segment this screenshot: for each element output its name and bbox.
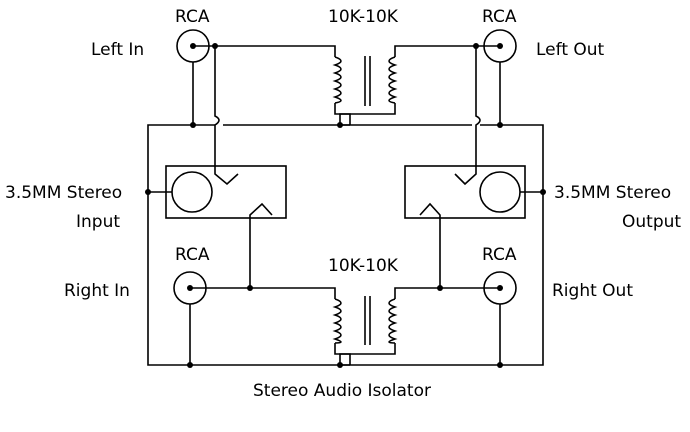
stereo-jack-input bbox=[148, 46, 287, 288]
rca-jack-right-in bbox=[173, 271, 207, 365]
left-out-label: Left Out bbox=[536, 40, 605, 60]
rca-left-in-label: RCA bbox=[175, 7, 210, 27]
rca-jack-right-out bbox=[483, 271, 517, 365]
transformer-top bbox=[193, 45, 500, 125]
transformer-top-label: 10K-10K bbox=[328, 7, 399, 27]
rca-left-out-label: RCA bbox=[482, 7, 517, 27]
junction-dots bbox=[145, 43, 546, 368]
stereo-jack-output bbox=[404, 46, 543, 288]
rca-right-in-label: RCA bbox=[175, 245, 210, 265]
right-in-label: Right In bbox=[64, 281, 130, 301]
diagram-title: Stereo Audio Isolator bbox=[253, 381, 431, 401]
rca-jack-left-out bbox=[483, 29, 517, 125]
input-label-line1: 3.5MM Stereo bbox=[5, 183, 122, 203]
output-label-line1: 3.5MM Stereo bbox=[554, 183, 671, 203]
left-in-label: Left In bbox=[91, 40, 144, 60]
transformer-bottom-label: 10K-10K bbox=[328, 256, 399, 276]
output-label-line2: Output bbox=[622, 212, 681, 232]
transformer-bottom bbox=[190, 287, 500, 365]
input-label-line2: Input bbox=[76, 212, 120, 232]
rca-right-out-label: RCA bbox=[482, 245, 517, 265]
right-out-label: Right Out bbox=[552, 281, 633, 301]
rca-jack-left-in bbox=[176, 29, 210, 125]
